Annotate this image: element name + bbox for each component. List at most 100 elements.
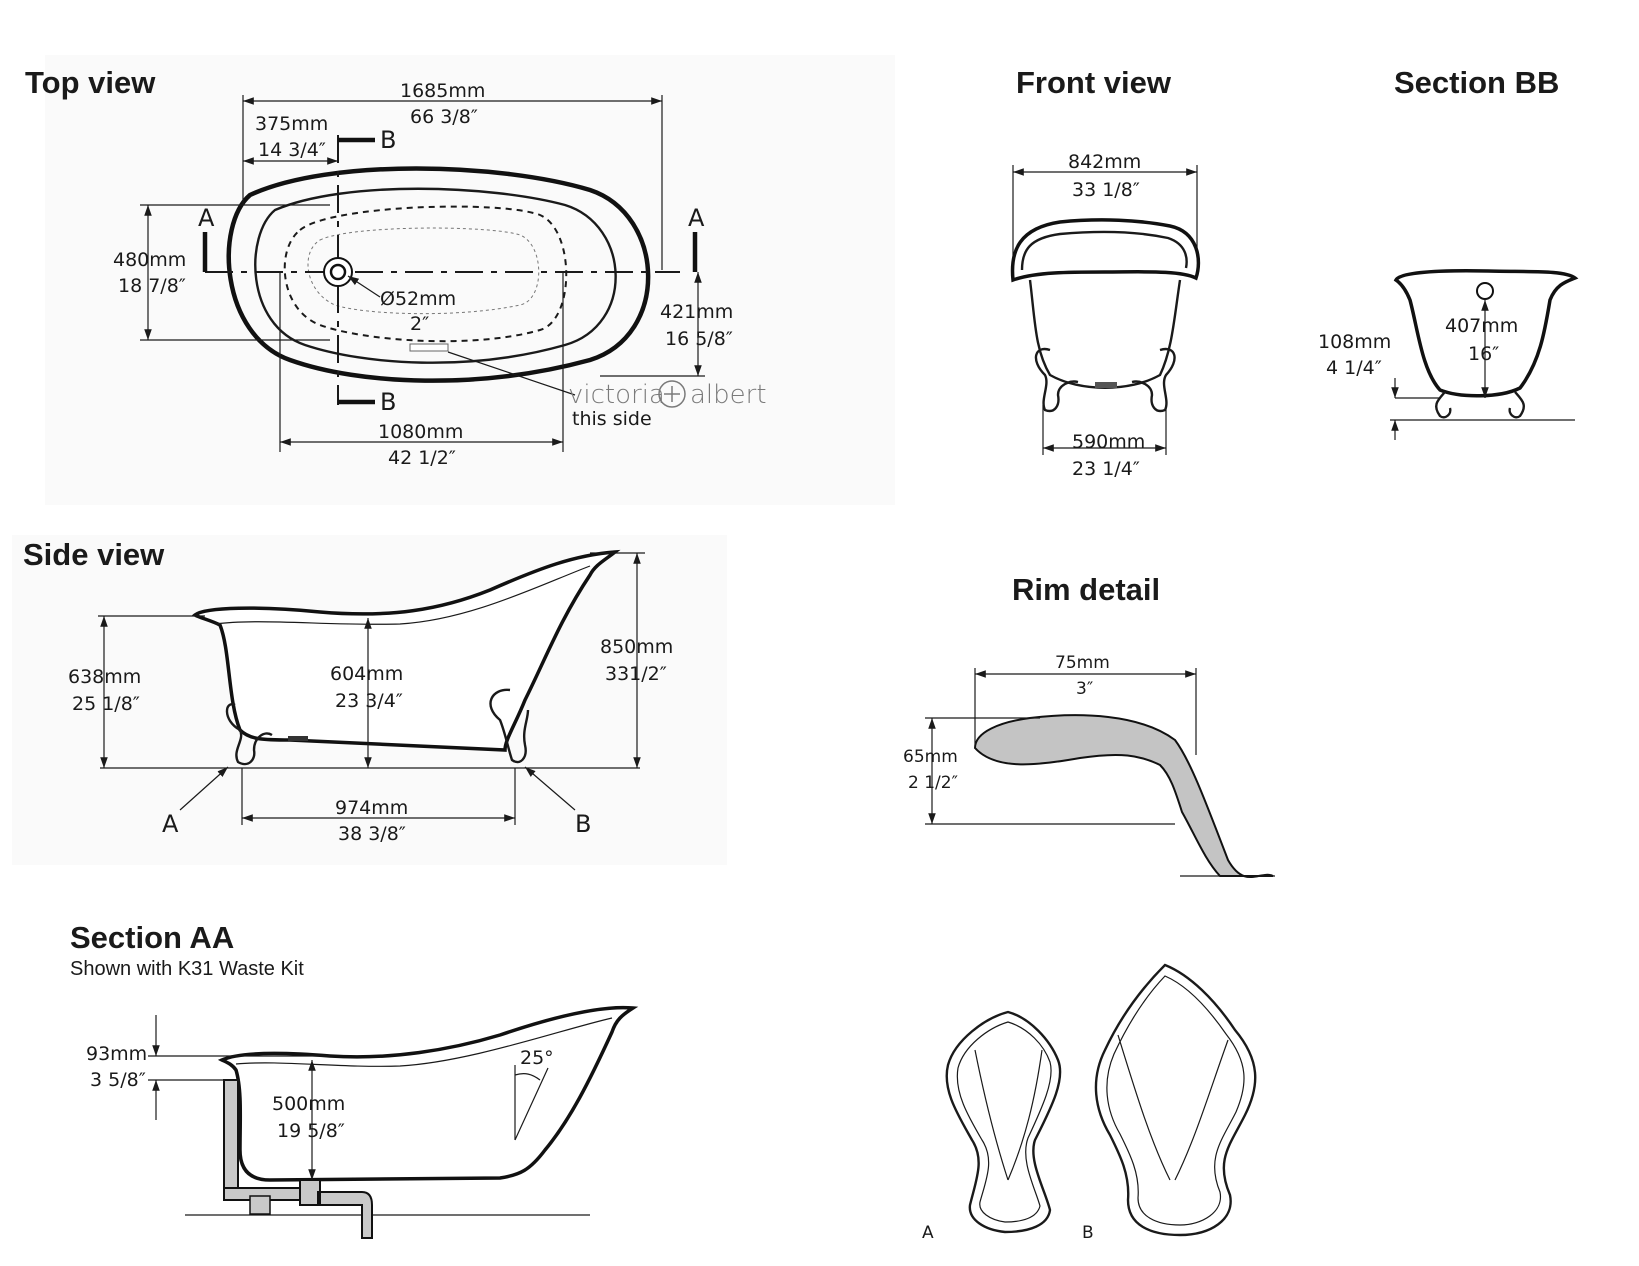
rim-detail-title: Rim detail	[1012, 572, 1160, 607]
section-bb-foot-right	[1508, 391, 1525, 419]
top-view-floor-outline	[283, 205, 568, 343]
section-aa-shell	[217, 1005, 639, 1182]
aa-angle: 25°	[520, 1047, 554, 1069]
rim-detail: Rim detail 75mm 3″ 65mm 2 1/2″	[903, 572, 1275, 879]
rim-width-in: 3″	[1076, 679, 1093, 699]
foot-b-outline	[1094, 963, 1257, 1237]
aa-angle-arc	[514, 1073, 541, 1081]
side-view-body	[191, 549, 621, 752]
side-view-foot-a	[225, 703, 273, 766]
section-aa-title: Section AA	[70, 920, 234, 955]
section-aa: Section AA Shown with K31 Waste Kit 93mm…	[70, 920, 639, 1239]
section-aa-inner	[235, 1017, 613, 1067]
side-view: Side view 638mm 25 1/8″ 604mm 23 3/4″ 85…	[23, 537, 673, 845]
aa-angle-slope	[514, 1067, 549, 1141]
waste-outlet-icon	[323, 257, 353, 287]
aa-rim-in: 3 5/8″	[90, 1069, 146, 1091]
front-view: Front view 842mm 33 1/8″ 590mm 23 1/4″	[1010, 65, 1201, 480]
inner-mm: 421mm	[660, 301, 733, 323]
waste-kit-overflow-pipe	[223, 1079, 239, 1196]
side-foot-b-leader	[524, 766, 576, 811]
section-bb: Section BB 407mm 16″ 108mm 4 1/4″	[1318, 65, 1579, 440]
foot-a-inner	[956, 1021, 1052, 1223]
section-b-label-top: B	[380, 126, 396, 154]
length-in: 66 3/8″	[410, 106, 478, 128]
aa-depth-in: 19 5/8″	[277, 1120, 345, 1142]
waste-dia-in: 2″	[410, 313, 429, 335]
front-feet-mm: 590mm	[1072, 431, 1145, 453]
side-view-inner-rim	[214, 565, 591, 625]
front-view-foot-right	[1131, 347, 1176, 413]
side-rim-in: 25 1/8″	[72, 693, 140, 715]
foot-b-inner	[1106, 975, 1245, 1226]
waste-leader	[347, 275, 381, 298]
section-b-label-bottom: B	[380, 388, 396, 416]
side-rim-mm: 638mm	[68, 666, 141, 688]
side-feet-mm: 974mm	[335, 797, 408, 819]
offset-in: 14 3/4″	[258, 139, 326, 161]
front-view-waste	[1095, 382, 1117, 388]
foot-a-label: A	[922, 1223, 934, 1243]
base-mm: 1080mm	[378, 421, 463, 443]
rim-width-mm: 75mm	[1055, 653, 1110, 673]
front-view-foot-left	[1034, 347, 1079, 413]
side-view-waste	[288, 736, 308, 741]
section-bb-foot-left	[1435, 391, 1452, 419]
offset-mm: 375mm	[255, 113, 328, 135]
top-view-basin-outline	[307, 227, 540, 315]
front-width-mm: 842mm	[1068, 151, 1141, 173]
top-view-inner-rim	[254, 187, 617, 364]
overflow-plate	[409, 343, 449, 352]
top-view: Top view A A B B Ø52mm 2″ victoria alber…	[25, 65, 767, 469]
side-mid-in: 23 3/4″	[335, 690, 403, 712]
side-foot-a-label: A	[162, 810, 179, 838]
top-view-title: Top view	[25, 65, 156, 100]
front-view-rim-inner	[1020, 230, 1188, 271]
waste-kit-connector	[249, 1195, 271, 1215]
rim-profile	[973, 714, 1274, 879]
brand-name-albert: albert	[690, 380, 767, 410]
side-foot-b-label: B	[575, 810, 591, 838]
aa-depth-mm: 500mm	[272, 1093, 345, 1115]
foot-a-outline	[945, 1010, 1062, 1234]
section-aa-subtitle: Shown with K31 Waste Kit	[70, 958, 304, 980]
inner-in: 16 5/8″	[665, 328, 733, 350]
brand-leader	[447, 351, 576, 396]
top-view-outer-rim	[226, 166, 651, 383]
section-bb-depth-mm: 407mm	[1445, 315, 1518, 337]
section-a-label-right: A	[688, 204, 705, 232]
side-view-foot-b	[489, 688, 530, 764]
section-bb-title: Section BB	[1394, 65, 1559, 100]
foot-b-crease	[1117, 1034, 1229, 1181]
width-mm: 480mm	[113, 249, 186, 271]
front-view-body	[1028, 279, 1182, 389]
front-width-in: 33 1/8″	[1072, 179, 1140, 201]
base-in: 42 1/2″	[388, 447, 456, 469]
aa-rim-mm: 93mm	[86, 1043, 147, 1065]
rim-height-mm: 65mm	[903, 747, 958, 767]
side-mid-mm: 604mm	[330, 663, 403, 685]
length-mm: 1685mm	[400, 80, 485, 102]
feet-detail: A B	[922, 963, 1257, 1243]
brand-plus-icon	[658, 380, 686, 408]
side-foot-a-leader	[179, 766, 229, 811]
section-bb-overflow-icon	[1476, 282, 1494, 300]
side-total-mm: 850mm	[600, 636, 673, 658]
side-feet-in: 38 3/8″	[338, 823, 406, 845]
section-a-label-left: A	[198, 204, 215, 232]
brand-name-victoria: victoria	[568, 380, 665, 410]
brand-this-side: this side	[572, 408, 652, 430]
rim-height-in: 2 1/2″	[908, 773, 958, 793]
section-bb-height-in: 4 1/4″	[1326, 357, 1382, 379]
waste-outlet-inner-icon	[329, 263, 347, 281]
foot-a-crease	[974, 1049, 1043, 1181]
foot-b-label: B	[1082, 1223, 1094, 1243]
front-view-rim	[1010, 218, 1201, 283]
width-in: 18 7/8″	[118, 275, 186, 297]
waste-kit-trap	[299, 1179, 373, 1239]
front-view-title: Front view	[1016, 65, 1172, 100]
front-feet-in: 23 1/4″	[1072, 458, 1140, 480]
section-bb-height-mm: 108mm	[1318, 331, 1391, 353]
top-view-panel	[45, 55, 895, 505]
